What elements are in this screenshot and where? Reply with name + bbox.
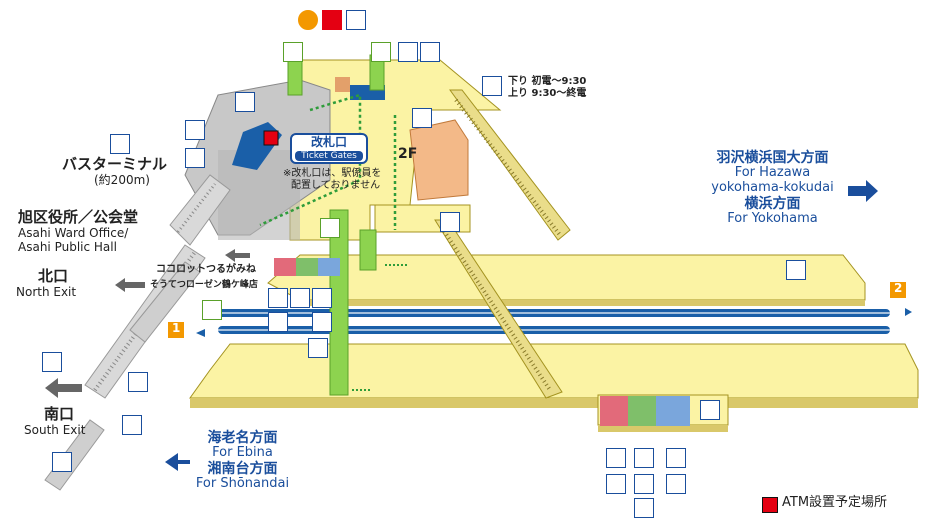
- ward-office-en-2: Asahi Public Hall: [18, 240, 117, 254]
- waiting-room-icon-2: [312, 312, 332, 332]
- stairs-upper: [449, 89, 571, 241]
- toilet-icon-4: [666, 448, 686, 468]
- north-exit-en: North Exit: [16, 285, 77, 299]
- direction-ebina: 海老名方面 For Ebina 湘南台方面 For Shōnandai: [190, 430, 295, 492]
- direction-hazawa: 羽沢横浜国大方面 For Hazawa yokohama-kokudai 横浜方…: [700, 150, 845, 227]
- direction-yokohama-en: For Yokohama: [727, 211, 818, 227]
- toilet-block-lower: [600, 396, 690, 426]
- arrow-south-exit: [45, 378, 82, 398]
- arrow-ebina: [165, 453, 190, 471]
- ticket-gate-jp: 改札口: [310, 135, 347, 149]
- escalator-north: [169, 174, 231, 246]
- north-exit-jp: 北口: [38, 267, 69, 285]
- escalator-hours-up: 上り 9:30〜終電: [508, 88, 587, 99]
- bus-icon-2: [52, 452, 72, 472]
- elevator-icon-2: [371, 42, 391, 62]
- ticket-note-1: ※改札口は、駅係員を: [283, 168, 382, 179]
- platform-1-box: [168, 322, 184, 338]
- waiting-room: [409, 119, 469, 201]
- floor-label: 2F: [398, 146, 418, 162]
- platform-2-box: [890, 282, 906, 298]
- waiting-room-icon-5: [634, 474, 654, 494]
- station-staff-icon: [398, 42, 418, 62]
- south-exit-jp: 南口: [44, 405, 75, 423]
- legend-atm-label: ATM設置予定場所: [782, 495, 888, 510]
- taxi-icon: [122, 415, 142, 435]
- direction-ebina-jp: 海老名方面: [207, 430, 278, 446]
- ticket-gate-en: Ticket Gates: [295, 150, 363, 162]
- wheelchair-icon: [312, 288, 332, 308]
- station-staff-icon-2: [185, 120, 205, 140]
- direction-shonandai-jp: 湘南台方面: [207, 461, 278, 478]
- atm-marker: [263, 130, 279, 146]
- ticket-machine-icon-2: [185, 148, 205, 168]
- bus-icon: [110, 134, 130, 154]
- aed-icon: [322, 10, 342, 30]
- telephone-icon: [412, 108, 432, 128]
- escalator-icon: [482, 76, 502, 96]
- waiting-room-icon: [420, 42, 440, 62]
- baby-icon-5: [634, 498, 654, 518]
- legend-atm-swatch: [762, 497, 778, 513]
- platform-2-number: 2: [894, 281, 903, 295]
- direction-hazawa-jp: 羽沢横浜国大方面: [716, 150, 829, 166]
- ticket-machine-icon-4: [42, 352, 62, 372]
- ward-office-en-1: Asahi Ward Office/: [18, 226, 129, 240]
- escalator-icon-3: [440, 212, 460, 232]
- direction-hazawa-en-2: yokohama-kokudai: [711, 180, 834, 196]
- toilet-icon: [268, 288, 288, 308]
- upper-platform: [267, 254, 866, 301]
- arrow-north-exit: [115, 278, 145, 292]
- shops-line-1: ココロットつるがみね: [156, 264, 256, 275]
- ticket-note-2: 配置しておりません: [291, 180, 381, 191]
- ticket-gate-label: 改札口 Ticket Gates: [290, 133, 368, 165]
- toilet-icon-3: [606, 448, 626, 468]
- escalator-icon-2: [235, 92, 255, 112]
- toilet-icon-2: [290, 288, 310, 308]
- elevator-shaft-3: [359, 229, 377, 271]
- baby-icon-3: [606, 474, 626, 494]
- bus-terminal-label: バスターミナル: [62, 155, 168, 173]
- arrow-hazawa: [848, 180, 878, 202]
- escalator-icon-4: [128, 372, 148, 392]
- direction-hazawa-en-1: For Hazawa: [734, 165, 811, 181]
- platform-1-number: 1: [172, 321, 181, 335]
- south-exit-en: South Exit: [24, 423, 86, 437]
- escalator-hours-down: 下り 初電〜9:30: [508, 76, 587, 87]
- ward-office-label: 旭区役所／公会堂: [18, 208, 139, 226]
- ticket-machine-icon-3: [202, 300, 222, 320]
- bus-terminal-distance: (約200m): [94, 173, 150, 187]
- direction-shonandai-en: For Shōnandai: [195, 476, 290, 492]
- baby-icon-4: [666, 474, 686, 494]
- elevator-icon: [283, 42, 303, 62]
- direction-yokohama-jp: 横浜方面: [744, 195, 801, 212]
- baby-icon-6: [308, 338, 328, 358]
- direction-ebina-en: For Ebina: [212, 445, 273, 461]
- shops-line-2: そうてつローゼン鶴ケ峰店: [150, 280, 258, 290]
- ticket-machine-icon: [346, 10, 366, 30]
- waiting-room-icon-4: [700, 400, 720, 420]
- baby-icon: [298, 10, 318, 30]
- wheelchair-icon-2: [634, 448, 654, 468]
- waiting-room-icon-3: [786, 260, 806, 280]
- baby-icon-2: [268, 312, 288, 332]
- elevator-icon-3: [320, 218, 340, 238]
- toilet-block-upper: [274, 258, 340, 276]
